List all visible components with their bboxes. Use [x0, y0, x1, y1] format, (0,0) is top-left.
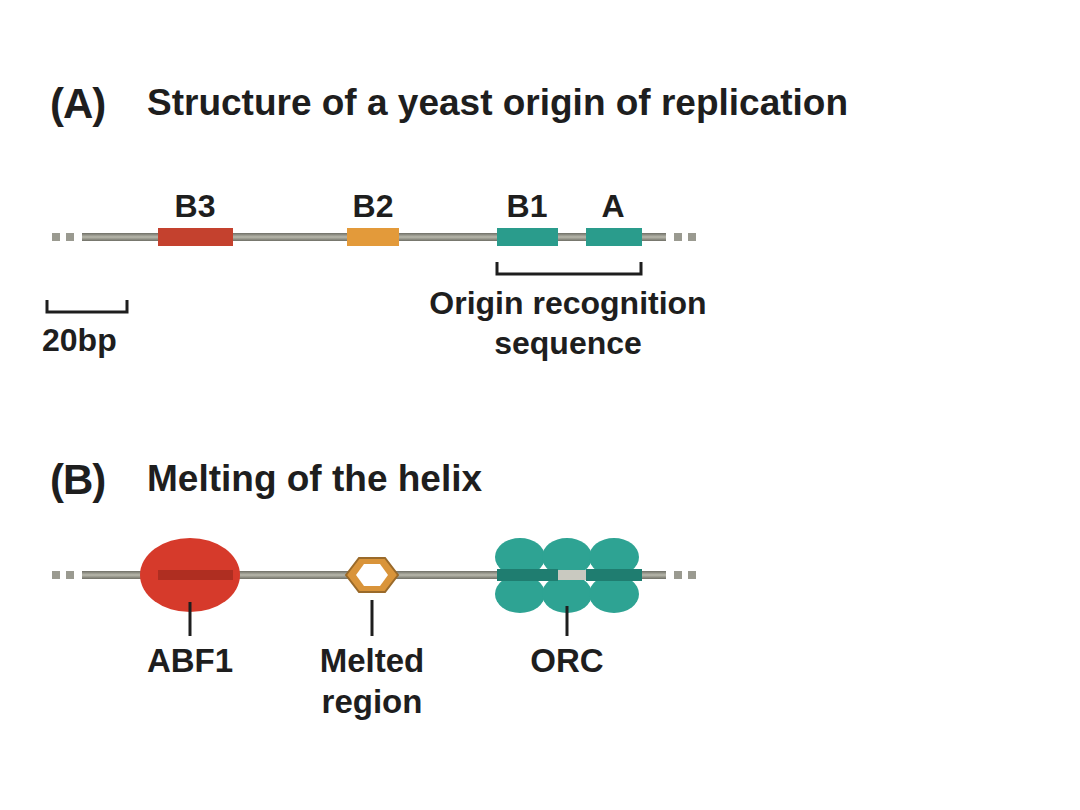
b3-segment [158, 228, 233, 246]
element-label: B3 [175, 186, 216, 226]
element-label: A [601, 186, 624, 226]
origin-element: B1 [497, 228, 558, 246]
orc-complex [495, 538, 642, 613]
leader-line [190, 600, 567, 636]
origin-element: ABF1 [140, 538, 240, 612]
panel-title: Structure of a yeast origin of replicati… [147, 80, 848, 126]
region-label: Melted region [287, 640, 457, 723]
bracket-label: Origin recognition sequence [388, 283, 748, 363]
origin-element: B3 [158, 228, 233, 246]
origin-element: ORC [495, 538, 639, 613]
a-segment [586, 228, 642, 246]
bracket [497, 262, 641, 274]
protein-label: ORC [530, 640, 603, 681]
element-label: B1 [507, 186, 548, 226]
origin-element: A [586, 228, 642, 246]
scale-label: 20bp [42, 320, 117, 360]
panel-title: Melting of the helix [147, 456, 482, 502]
element-label: B2 [353, 186, 394, 226]
origin-element: Melted region [346, 558, 398, 592]
panel-letter: (B) [50, 454, 105, 507]
abf1-protein [140, 538, 240, 612]
panel-letter: (A) [50, 78, 105, 131]
melted-bubble [346, 558, 398, 592]
b1-segment [497, 228, 558, 246]
b2-segment [347, 228, 399, 246]
b3-segment [158, 570, 233, 580]
protein-label: ABF1 [147, 640, 233, 681]
origin-element: B2 [347, 228, 399, 246]
scale-bar [47, 300, 127, 312]
